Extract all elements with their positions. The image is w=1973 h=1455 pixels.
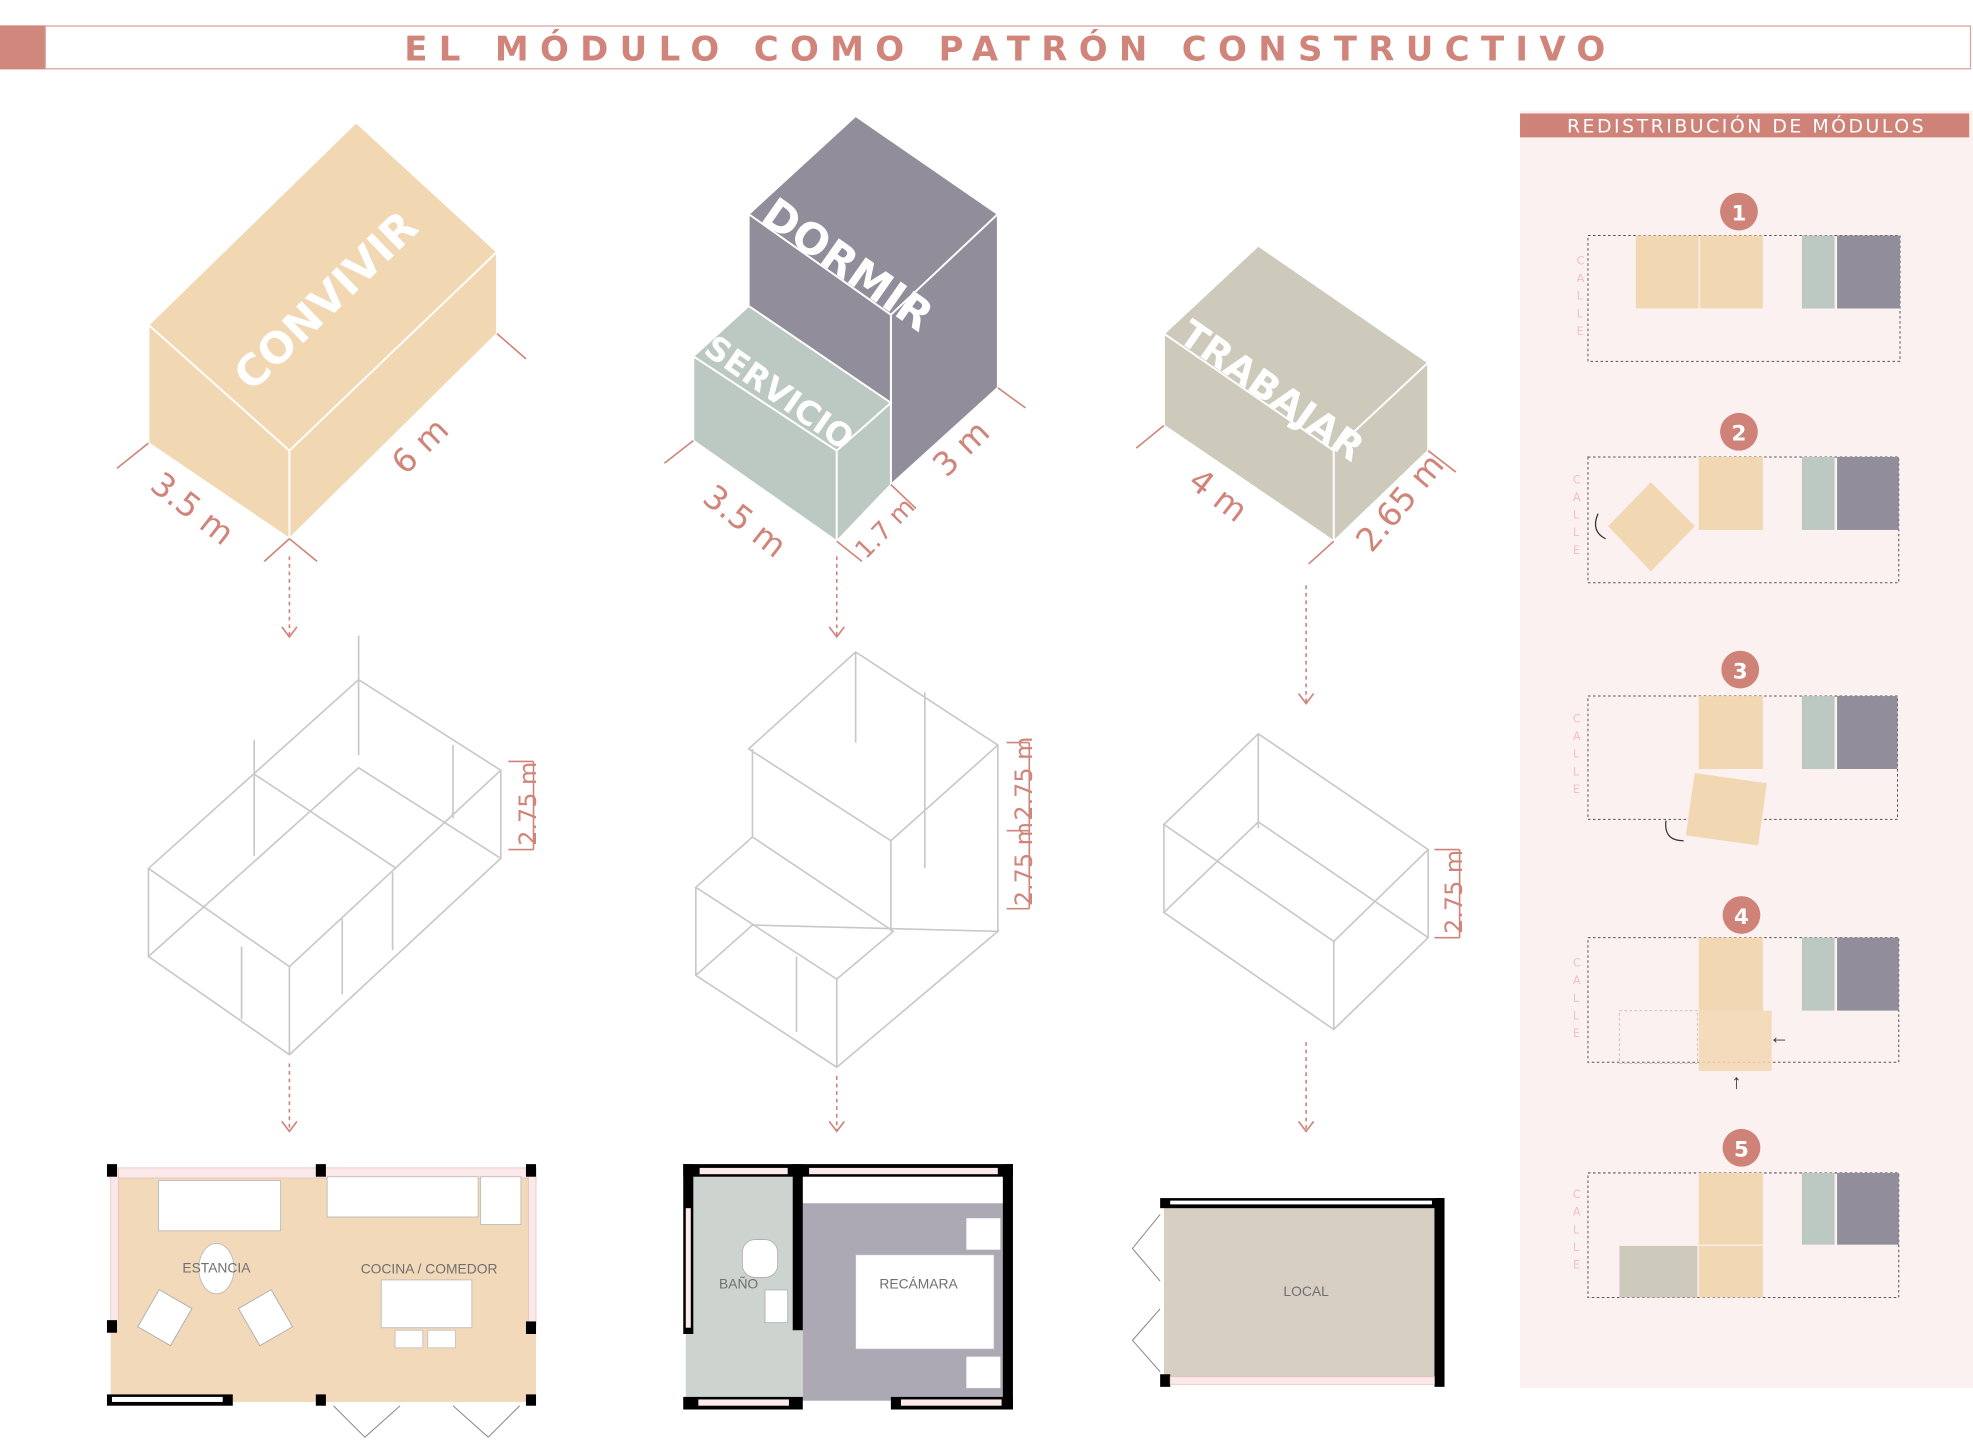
rotate-arrow-icon — [1594, 513, 1606, 540]
svg-text:E: E — [1573, 782, 1580, 796]
svg-text:L: L — [1573, 525, 1580, 539]
armchair-icon — [237, 1289, 294, 1347]
step-1: 1 — [1587, 192, 1901, 362]
trabajar-height-dim: 2.75 m — [1440, 850, 1468, 934]
armchair-icon — [137, 1289, 193, 1347]
kitchen-counter-icon — [326, 1176, 479, 1218]
step-number: 3 — [1733, 659, 1748, 684]
sink-icon — [764, 1289, 789, 1324]
cocina-comedor-label: COCINA / COMEDOR — [361, 1261, 498, 1277]
step-3: 3 — [1587, 650, 1899, 846]
dormir-height-dim: 2.75 m — [1010, 737, 1038, 821]
step-number: 5 — [1734, 1138, 1749, 1163]
svg-text:C: C — [1573, 472, 1581, 486]
flow-arrows — [281, 556, 1315, 1133]
page-title: EL MÓDULO COMO PATRÓN CONSTRUCTIVO — [404, 29, 1616, 70]
panel-title: REDISTRIBUCIÓN DE MÓDULOS — [1567, 113, 1926, 137]
step-4: 4 ← ↑ — [1587, 896, 1900, 1094]
coffee-table-icon — [198, 1242, 235, 1295]
servicio-height-dim: 2.75 m — [1010, 822, 1038, 906]
svg-text:A: A — [1573, 1205, 1581, 1219]
fridge-icon — [480, 1176, 522, 1225]
svg-text:A: A — [1577, 271, 1585, 285]
svg-text:L: L — [1573, 764, 1580, 778]
svg-text:L: L — [1573, 508, 1580, 522]
trabajar-frame — [1162, 732, 1461, 1031]
svg-text:L: L — [1577, 306, 1584, 320]
svg-text:L: L — [1573, 991, 1580, 1005]
trabajar-floor-plan: LOCAL — [1131, 1198, 1445, 1387]
title-frame — [44, 25, 1972, 70]
bed-icon — [855, 1254, 995, 1350]
bano-label: BAÑO — [719, 1276, 758, 1292]
step-5: 5 — [1587, 1128, 1900, 1299]
svg-text:A: A — [1573, 973, 1581, 987]
sofa-icon — [158, 1180, 282, 1232]
redistribution-panel: REDISTRIBUCIÓN DE MÓDULOS 1 2 3 — [1520, 110, 1973, 1389]
convivir-module: CONVIVIR 3.5 m 6 m — [116, 120, 527, 563]
svg-text:A: A — [1573, 729, 1581, 743]
convivir-height-dim: 2.75 m — [514, 762, 542, 846]
title-accent-block — [0, 25, 46, 70]
dormir-floor-plan: BAÑO RECÁMARA — [683, 1164, 1013, 1410]
toilet-icon — [742, 1239, 779, 1278]
dormir-servicio-module: DORMIR SERVICIO 3.5 m 1.7 m 3 m — [663, 114, 1026, 565]
svg-text:C: C — [1577, 253, 1585, 267]
step-number: 4 — [1734, 905, 1749, 930]
svg-text:L: L — [1573, 1008, 1580, 1022]
trabajar-module: TRABAJAR 4 m 2.65 m — [1135, 244, 1457, 565]
svg-text:C: C — [1573, 1187, 1581, 1201]
step-number: 1 — [1732, 201, 1747, 226]
svg-text:L: L — [1577, 289, 1584, 303]
svg-text:L: L — [1573, 747, 1580, 761]
svg-text:L: L — [1573, 1222, 1580, 1236]
svg-text:E: E — [1577, 324, 1584, 338]
convivir-floor-plan: ESTANCIA COCINA / COMEDOR — [106, 1164, 537, 1438]
svg-text:L: L — [1573, 1240, 1580, 1254]
step-number: 2 — [1732, 422, 1747, 447]
svg-text:C: C — [1573, 956, 1581, 970]
arrow-left-icon: ← — [1769, 1026, 1789, 1048]
rotate-arrow-icon — [1665, 820, 1684, 842]
svg-text:E: E — [1573, 543, 1580, 557]
recamara-label: RECÁMARA — [879, 1276, 958, 1292]
svg-text:C: C — [1573, 711, 1581, 725]
dining-table-icon — [380, 1279, 473, 1329]
local-label: LOCAL — [1283, 1283, 1329, 1299]
estancia-label: ESTANCIA — [182, 1259, 251, 1275]
svg-text:A: A — [1573, 490, 1581, 504]
svg-text:E: E — [1573, 1026, 1580, 1040]
step-2: 2 — [1587, 412, 1900, 584]
convivir-frame — [147, 635, 535, 1056]
svg-text:E: E — [1573, 1258, 1580, 1272]
arrow-up-icon: ↑ — [1731, 1072, 1741, 1094]
dormir-frame — [694, 650, 1031, 1069]
